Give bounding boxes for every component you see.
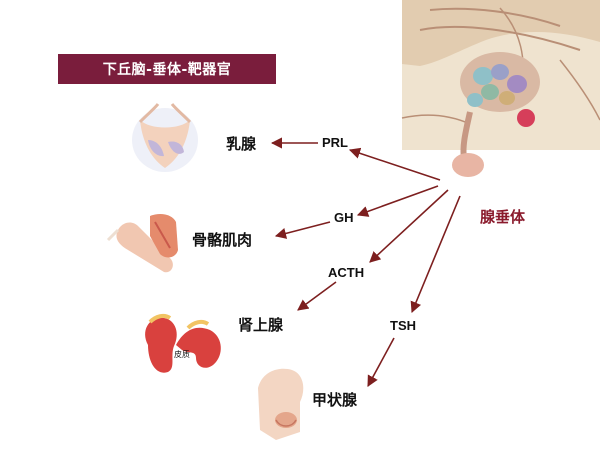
hormone-acth-label: ACTH xyxy=(328,265,365,280)
arrow-gh-to-muscle xyxy=(274,221,331,239)
adrenal-kidney-illustration xyxy=(145,313,221,373)
hormone-gh-label: GH xyxy=(334,210,354,225)
neck-thyroid-illustration xyxy=(258,368,304,440)
target-breast-label: 乳腺 xyxy=(226,135,257,153)
target-muscle-label: 骨骼肌肉 xyxy=(192,231,253,249)
pituitary-label: 腺垂体 xyxy=(480,208,526,226)
brain-pituitary-illustration xyxy=(401,0,600,177)
diagram-title: 下丘脑-垂体-靶器官 xyxy=(58,54,276,84)
target-adrenal-label: 肾上腺 xyxy=(238,316,284,334)
arrow-pituitary-to-tsh xyxy=(410,195,461,314)
adrenal-cortex-label: 皮质 xyxy=(174,350,190,359)
arrow-pituitary-to-acth xyxy=(369,189,449,263)
arrow-pituitary-to-gh xyxy=(356,185,439,217)
hormone-prl-label: PRL xyxy=(322,135,348,150)
arrow-pituitary-to-prl xyxy=(348,147,441,181)
arrow-tsh-to-thyroid xyxy=(367,337,395,387)
target-thyroid-label: 甲状腺 xyxy=(312,391,358,409)
breast-illustration xyxy=(132,103,198,172)
arm-muscle-illustration xyxy=(106,214,178,273)
hormone-tsh-label: TSH xyxy=(390,318,416,333)
arrows xyxy=(270,137,461,387)
arrow-acth-to-adrenal xyxy=(297,281,337,311)
